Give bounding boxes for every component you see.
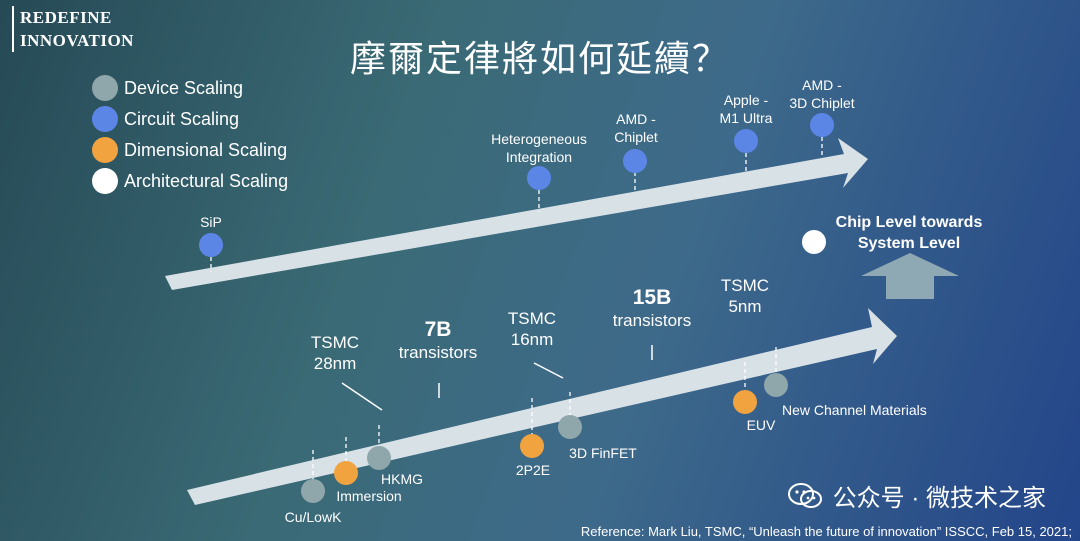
label-hetero-line2: Integration [505,149,573,165]
legend-dot-circuit [92,106,118,132]
label-amd-3d-line2: 3D Chiplet [789,95,855,111]
dot-hkmg [367,446,391,470]
dot-architectural [802,230,826,254]
upper-arrow [165,138,868,290]
label-tsmc5: TSMC 5nm [710,275,780,317]
label-hetero: Heterogeneous Integration [479,130,599,166]
legend-label-dimensional: Dimensional Scaling [124,139,288,160]
legend-label-device: Device Scaling [124,77,244,98]
label-7b-unit: transistors [398,343,478,362]
label-15b-unit: transistors [612,311,692,330]
reference-citation: Reference: Mark Liu, TSMC, “Unleash the … [580,524,1072,539]
label-amd-chiplet: AMD - Chiplet [596,110,676,146]
pointer-tsmc28 [341,382,383,411]
dot-finfet [558,415,582,439]
label-hkmg: HKMG [381,471,423,487]
label-amd-chiplet-line1: AMD - [616,111,656,127]
label-tsmc16: TSMC 16nm [497,308,567,350]
label-tsmc5-line2: 5nm [728,297,762,316]
legend-architectural: Architectural Scaling [92,167,288,195]
label-2p2e: 2P2E [515,462,551,478]
label-cu-lowk: Cu/LowK [284,509,342,525]
label-channel: New Channel Materials [782,402,927,418]
dot-hetero [527,166,551,190]
dot-cu-lowk [301,479,325,503]
chip-level-label: Chip Level towards System Level [820,212,998,254]
label-tsmc5-line1: TSMC [720,276,770,295]
label-apple: Apple - M1 Ultra [706,91,786,127]
wechat-icon [787,482,822,508]
legend-dot-device [92,75,118,101]
dot-channel [764,373,788,397]
label-15b-count: 15B [632,286,672,309]
dot-amd-3d [810,113,834,137]
label-amd-3d-line1: AMD - [802,77,842,93]
label-tsmc16-line2: 16nm [510,330,554,349]
legend-circuit: Circuit Scaling [92,105,239,133]
label-tsmc28: TSMC 28nm [300,332,370,374]
pointer-tsmc16 [533,362,564,379]
label-amd-chiplet-line2: Chiplet [614,129,658,145]
legend-dimensional: Dimensional Scaling [92,136,287,164]
label-tsmc16-line1: TSMC [507,309,557,328]
label-immersion: Immersion [336,488,402,504]
chip-level-line1: Chip Level towards [835,214,983,231]
legend-dot-dimensional [92,137,118,163]
dot-apple [734,129,758,153]
system-level-up-arrow [861,253,959,299]
slide-title: 摩爾定律將如何延續？ [349,39,730,80]
label-tsmc28-line2: 28nm [313,354,357,373]
label-7b: 7B transistors [388,318,488,363]
lower-arrow [187,308,897,505]
label-tsmc28-line1: TSMC [310,333,360,352]
brand-line-1: REDEFINE [20,8,112,27]
dot-2p2e [520,434,544,458]
legend-dot-architectural [92,168,118,194]
label-apple-line2: M1 Ultra [719,110,773,126]
brand-line-2: INNOVATION [20,31,134,50]
legend-label-architectural: Architectural Scaling [124,170,289,191]
label-15b: 15B transistors [602,286,702,331]
legend-label-circuit: Circuit Scaling [124,108,240,129]
legend-device: Device Scaling [92,74,243,102]
watermark: 公众号 · 微技术之家 [787,478,1046,513]
label-euv: EUV [746,417,776,433]
label-finfet: 3D FinFET [569,445,637,461]
label-sip: SiP [200,214,222,230]
label-apple-line1: Apple - [723,92,769,108]
label-amd-3d: AMD - 3D Chiplet [778,76,866,112]
label-7b-count: 7B [424,318,452,341]
label-hetero-line1: Heterogeneous [491,131,587,147]
chip-level-line2: System Level [857,235,961,252]
watermark-text: 公众号 · 微技术之家 [832,485,1046,512]
brand-logo: REDEFINE INNOVATION [12,6,134,52]
dot-euv [733,390,757,414]
dot-amd-chiplet [623,149,647,173]
dot-immersion [334,461,358,485]
dot-sip [199,233,223,257]
